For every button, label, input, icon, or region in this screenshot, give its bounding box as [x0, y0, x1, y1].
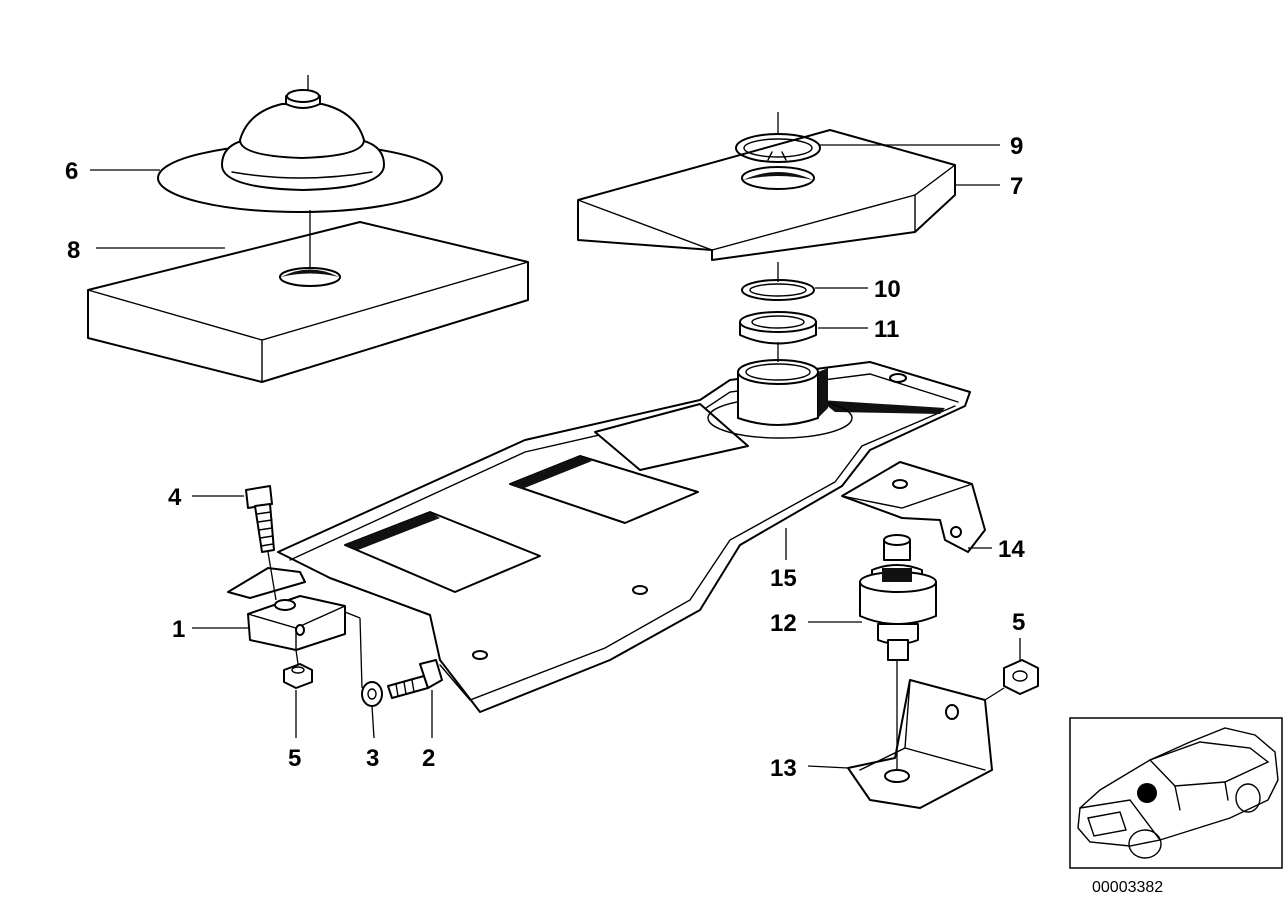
callout-labels: 6 8 9 7 10 11 4 1 5 3 2 15 12 13 14 5	[65, 133, 1025, 782]
hex-bolt-lower	[387, 659, 443, 699]
label-6: 6	[65, 158, 78, 185]
slider-block	[227, 567, 346, 651]
label-9: 9	[1010, 133, 1023, 160]
vehicle-location-inset	[1069, 717, 1283, 869]
rubber-mount	[859, 534, 937, 661]
mounting-bracket-right	[841, 461, 986, 553]
label-2: 2	[422, 745, 435, 772]
label-13: 13	[770, 755, 797, 782]
hex-nut-left	[283, 663, 313, 689]
snap-ring	[741, 279, 815, 301]
label-7: 7	[1010, 173, 1023, 200]
washer	[361, 681, 383, 707]
foam-pad-right	[577, 129, 956, 261]
label-5a: 5	[288, 745, 301, 772]
lower-bracket	[847, 679, 993, 809]
bushing-ring	[739, 311, 817, 345]
label-4: 4	[168, 484, 182, 511]
diagram-reference-number: 00003382	[1092, 879, 1163, 896]
shift-boot	[157, 89, 443, 213]
label-11: 11	[874, 316, 899, 343]
label-15: 15	[770, 565, 797, 592]
car-outline-icon	[1077, 727, 1279, 859]
leader-lines	[90, 75, 1021, 770]
label-5b: 5	[1012, 609, 1025, 636]
label-3: 3	[366, 745, 379, 772]
label-14: 14	[998, 536, 1025, 563]
label-8: 8	[67, 237, 80, 264]
label-1: 1	[172, 616, 185, 643]
label-10: 10	[874, 276, 901, 303]
hex-nut-right	[1003, 659, 1039, 695]
shift-plate	[277, 359, 971, 713]
location-marker-icon	[1137, 783, 1157, 803]
hex-bolt-upper	[245, 485, 275, 553]
foam-pad-left	[87, 221, 529, 383]
label-12: 12	[770, 610, 797, 637]
